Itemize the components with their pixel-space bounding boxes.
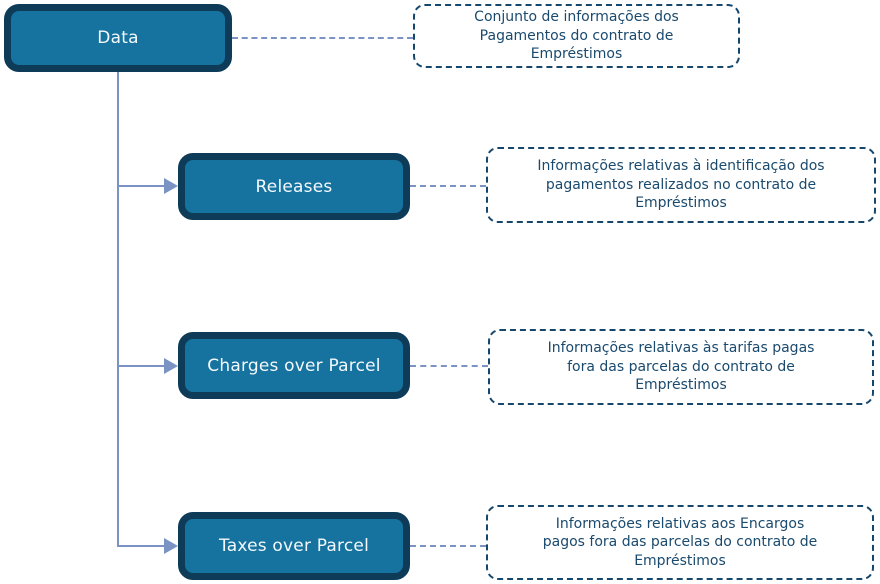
note-taxes: Informações relativas aos Encargos pagos… [486,505,874,580]
note-charges-text: Informações relativas às tarifas pagas f… [547,340,815,394]
note-taxes-text: Informações relativas aos Encargos pagos… [542,515,818,569]
node-releases: Releases [178,153,410,220]
note-releases: Informações relativas à identificação do… [486,147,876,223]
arrow-right-icon [164,538,178,554]
arrow-right-icon [164,178,178,194]
trunk-line [117,72,119,547]
branch-line-releases [118,185,166,187]
node-taxes-label: Taxes over Parcel [218,536,369,556]
note-data: Conjunto de informações dos Pagamentos d… [413,4,740,68]
branch-line-taxes [118,545,166,547]
dashed-connector-data [232,37,413,39]
arrow-right-icon [164,358,178,374]
node-charges-over-parcel: Charges over Parcel [178,332,410,399]
dashed-connector-releases [410,185,486,187]
node-charges-label: Charges over Parcel [207,355,381,376]
node-data: Data [4,4,232,72]
note-charges: Informações relativas às tarifas pagas f… [488,329,874,405]
node-taxes-over-parcel: Taxes over Parcel [178,512,410,580]
node-releases-label: Releases [255,176,333,197]
dashed-connector-taxes [410,545,486,547]
node-data-label: Data [97,28,139,48]
dashed-connector-charges [410,365,488,367]
note-releases-text: Informações relativas à identificação do… [537,158,825,212]
branch-line-charges [118,365,166,367]
note-data-text: Conjunto de informações dos Pagamentos d… [474,9,679,63]
